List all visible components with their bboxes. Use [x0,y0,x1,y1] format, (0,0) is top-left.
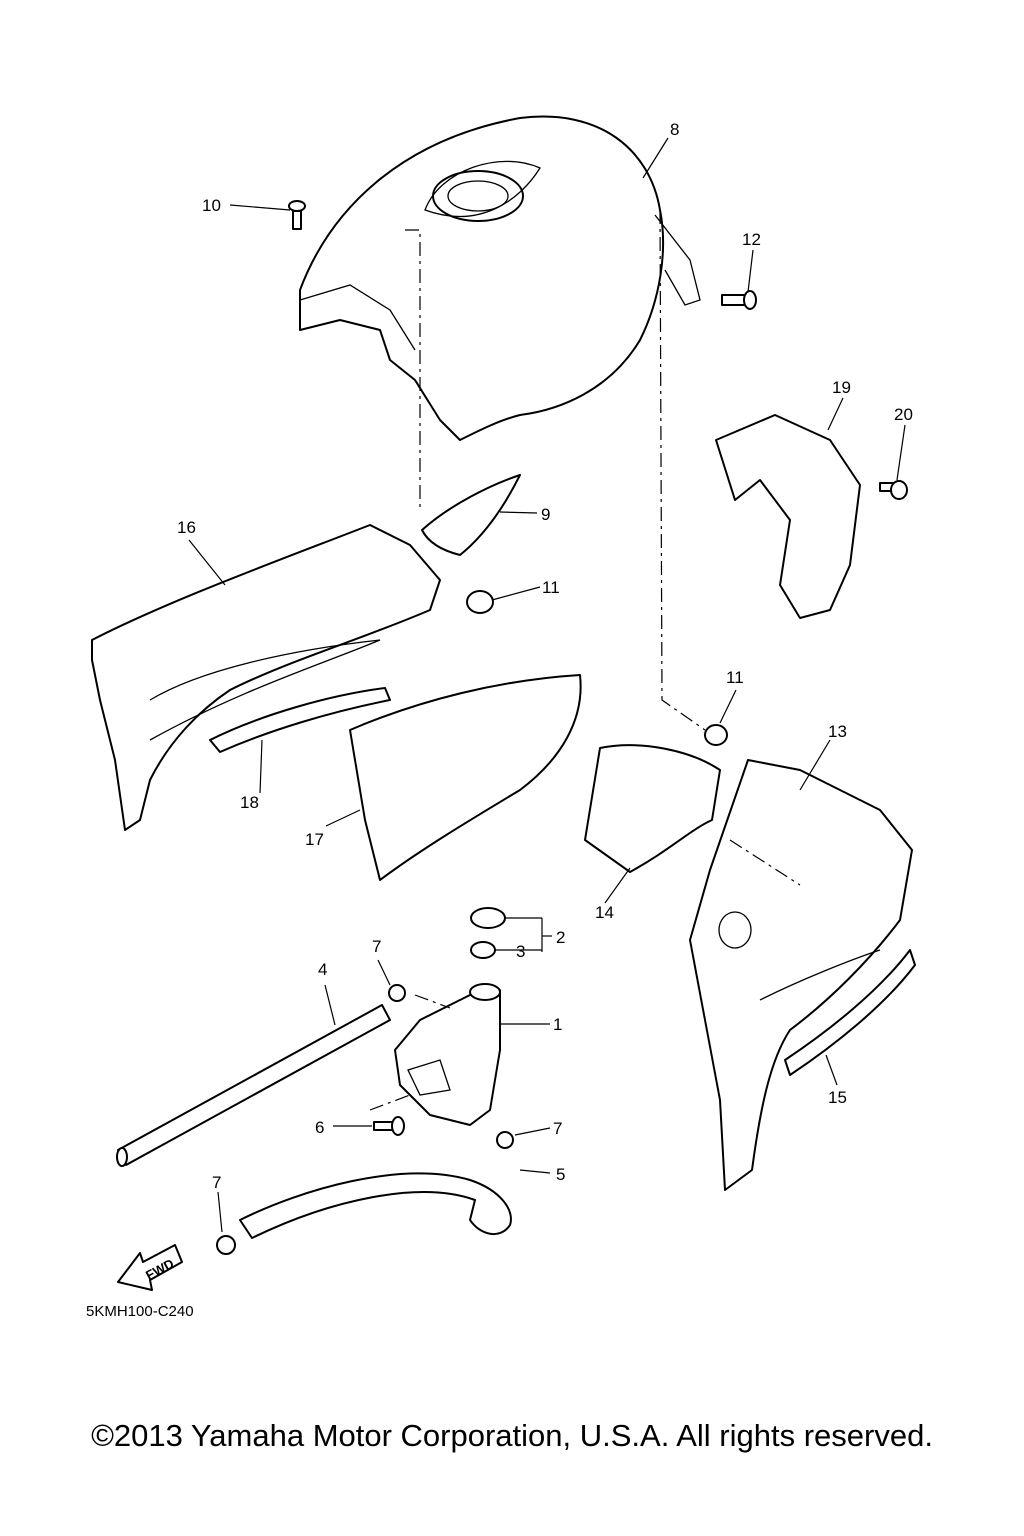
part-5-hose [239,1172,512,1239]
part-9-pad [421,474,521,556]
callout-10: 10 [202,196,221,215]
callout-16: 16 [177,518,196,537]
callout-18: 18 [240,793,259,812]
part-6-bolt [373,1116,405,1136]
callout-7-top: 7 [372,937,381,956]
part-13-side-cover-right [689,759,913,1191]
part-15-strip [784,949,916,1076]
callout-2: 2 [556,928,565,947]
callout-7-right: 7 [553,1119,562,1138]
part-19-duct [715,414,861,619]
part-4-hose [116,1004,391,1167]
part-17-pad [349,674,582,881]
callout-15: 15 [828,1088,847,1107]
callout-1: 1 [553,1015,562,1034]
callout-12: 12 [742,230,761,249]
callout-labels: 1 2 3 4 5 6 7 7 7 8 9 10 11 11 12 13 14 … [177,120,913,1192]
callout-11-right: 11 [726,668,744,687]
callout-9: 9 [541,505,550,524]
fwd-arrow-icon: FWD [117,1244,183,1291]
part-1-reservoir-tank [394,983,501,1126]
part-18-strip [209,687,391,753]
callout-14: 14 [595,903,614,922]
callout-5: 5 [556,1165,565,1184]
part-14-pad [584,744,721,873]
assembly-lines [369,209,801,1111]
callout-13: 13 [828,722,847,741]
part-20-bolt [879,480,908,500]
part-7-clamp [216,984,514,1255]
callout-3: 3 [516,942,525,961]
copyright-notice: ©2013 Yamaha Motor Corporation, U.S.A. A… [91,1418,933,1453]
part-12-bolt [721,290,757,310]
callout-11-top: 11 [542,578,560,597]
part-16-side-cover-left [91,524,441,831]
callout-8: 8 [670,120,679,139]
callout-7-bottom: 7 [212,1173,221,1192]
part-3-washer [470,941,496,959]
callout-4: 4 [318,960,327,979]
part-8-tank-cover [299,115,701,441]
callout-6: 6 [315,1118,324,1137]
diagram-code: 5KMH100-C240 [86,1303,194,1320]
part-2-cap [470,907,506,929]
part-11-grommet [466,590,728,746]
leader-lines [188,137,906,1233]
callout-17: 17 [305,830,324,849]
part-10-bolt [288,200,306,230]
callout-20: 20 [894,405,913,424]
callout-19: 19 [832,378,851,397]
